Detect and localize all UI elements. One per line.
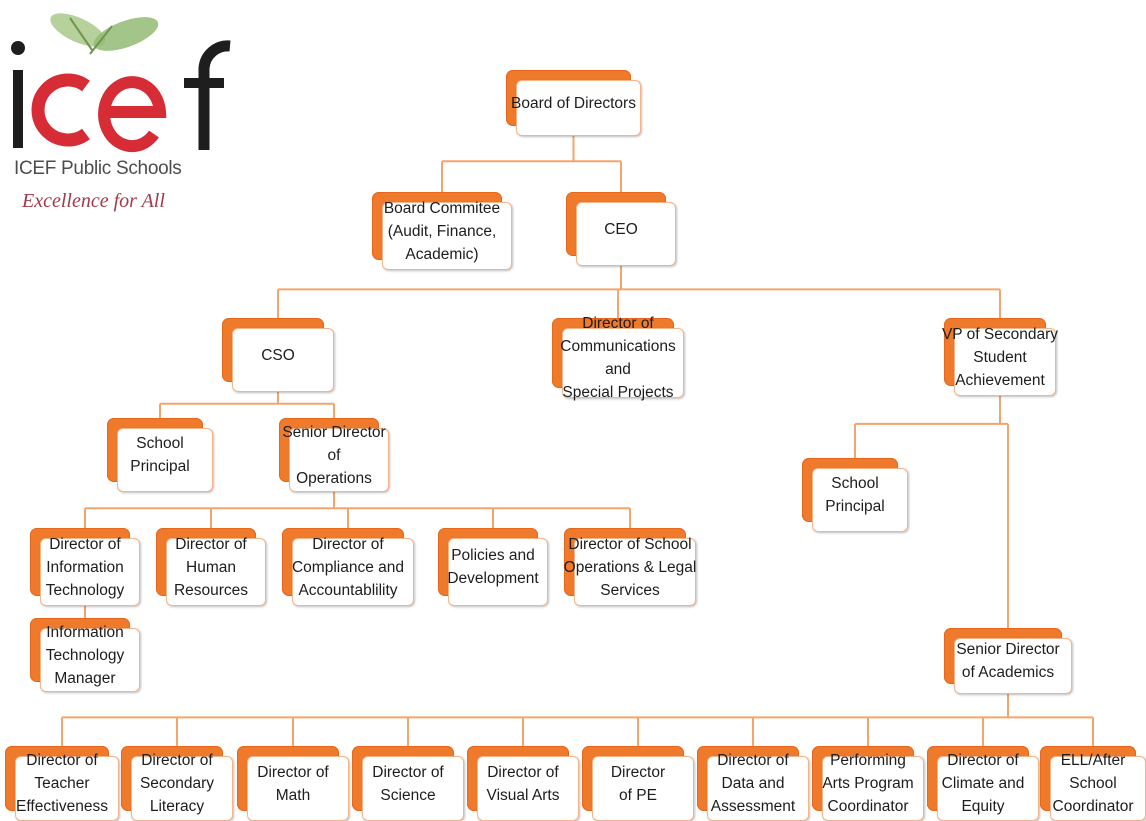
node-school-principal: School Principal (107, 418, 213, 492)
node-label: ELL/After School Coordinator (1052, 752, 1134, 815)
node-director-math: Director of Math (237, 746, 349, 821)
node-label: Director of Compliance and Accountablili… (291, 535, 404, 599)
node-cso: CSO (222, 318, 334, 392)
icef-logo-mark (11, 13, 231, 153)
logo-tagline: Excellence for All (22, 190, 165, 212)
node-ceo: CEO (566, 192, 676, 266)
node-label: Director of PE (610, 763, 666, 804)
icef-logo (8, 8, 238, 223)
node-director-data-assessment: Director of Data and Assessment (697, 746, 809, 821)
node-label: Performing Arts Program Coordinator (822, 752, 914, 815)
node-director-compliance: Director of Compliance and Accountablili… (282, 528, 414, 606)
node-director-visual-arts: Director of Visual Arts (467, 746, 579, 821)
node-label: Director of Science (372, 763, 444, 804)
logo-school-name: ICEF Public Schools (14, 158, 182, 179)
node-label: Senior Director of Operations (282, 423, 386, 487)
node-director-secondary-literacy: Director of Secondary Literacy (121, 746, 233, 821)
node-vp-secondary-achievement: VP of Secondary Student Achievement (942, 318, 1058, 396)
node-label: Director of Communications and Special P… (560, 315, 676, 401)
node-label: Board Commitee (Audit, Finance, Academic… (383, 199, 501, 263)
node-label: Director of Information Technology (45, 535, 125, 599)
node-label: Director of Math (257, 763, 329, 804)
node-label: Director of Human Resources (173, 535, 249, 599)
node-label: CEO (604, 220, 638, 238)
node-director-hr: Director of Human Resources (156, 528, 266, 606)
node-director-science: Director of Science (352, 746, 464, 821)
node-label: Director of School Operations & Legal Se… (563, 535, 697, 599)
node-label: School Principal (825, 475, 885, 515)
node-director-school-operations: Director of School Operations & Legal Se… (564, 528, 696, 606)
node-label: CSO (261, 346, 295, 364)
node-label: Director of Secondary Literacy (139, 752, 215, 815)
node-label: School Principal (130, 435, 190, 475)
node-senior-director-academics: Senior Director of Academics (944, 628, 1072, 694)
node-label: VP of Secondary Student Achievement (941, 325, 1059, 389)
node-label: Information Technology Manager (45, 623, 125, 687)
node-director-it: Director of Information Technology (30, 528, 140, 606)
node-ell-after-school-coordinator: ELL/After School Coordinator (1040, 746, 1146, 821)
node-board-committee: Board Commitee (Audit, Finance, Academic… (372, 192, 512, 270)
node-performing-arts-coordinator: Performing Arts Program Coordinator (812, 746, 924, 821)
node-director-pe: Director of PE (582, 746, 694, 821)
node-label: Board of Directors (511, 94, 636, 112)
node-label: Director of Climate and Equity (941, 752, 1025, 815)
node-director-teacher-effectiveness: Director of Teacher Effectiveness (5, 746, 119, 821)
node-director-communications: Director of Communications and Special P… (552, 315, 684, 401)
node-policies-development: Policies and Development (438, 528, 548, 606)
node-label: Director of Teacher Effectiveness (16, 752, 108, 815)
node-label: Director of Data and Assessment (710, 752, 796, 815)
node-director-climate-equity: Director of Climate and Equity (927, 746, 1039, 821)
node-school-principal: School Principal (802, 458, 908, 532)
node-label: Policies and Development (447, 547, 539, 587)
node-label: Director of Visual Arts (486, 763, 560, 804)
node-label: Senior Director of Academics (956, 641, 1060, 681)
node-it-manager: Information Technology Manager (30, 618, 140, 692)
node-senior-director-operations: Senior Director of Operations (279, 418, 389, 492)
node-board-of-directors: Board of Directors (506, 70, 641, 136)
